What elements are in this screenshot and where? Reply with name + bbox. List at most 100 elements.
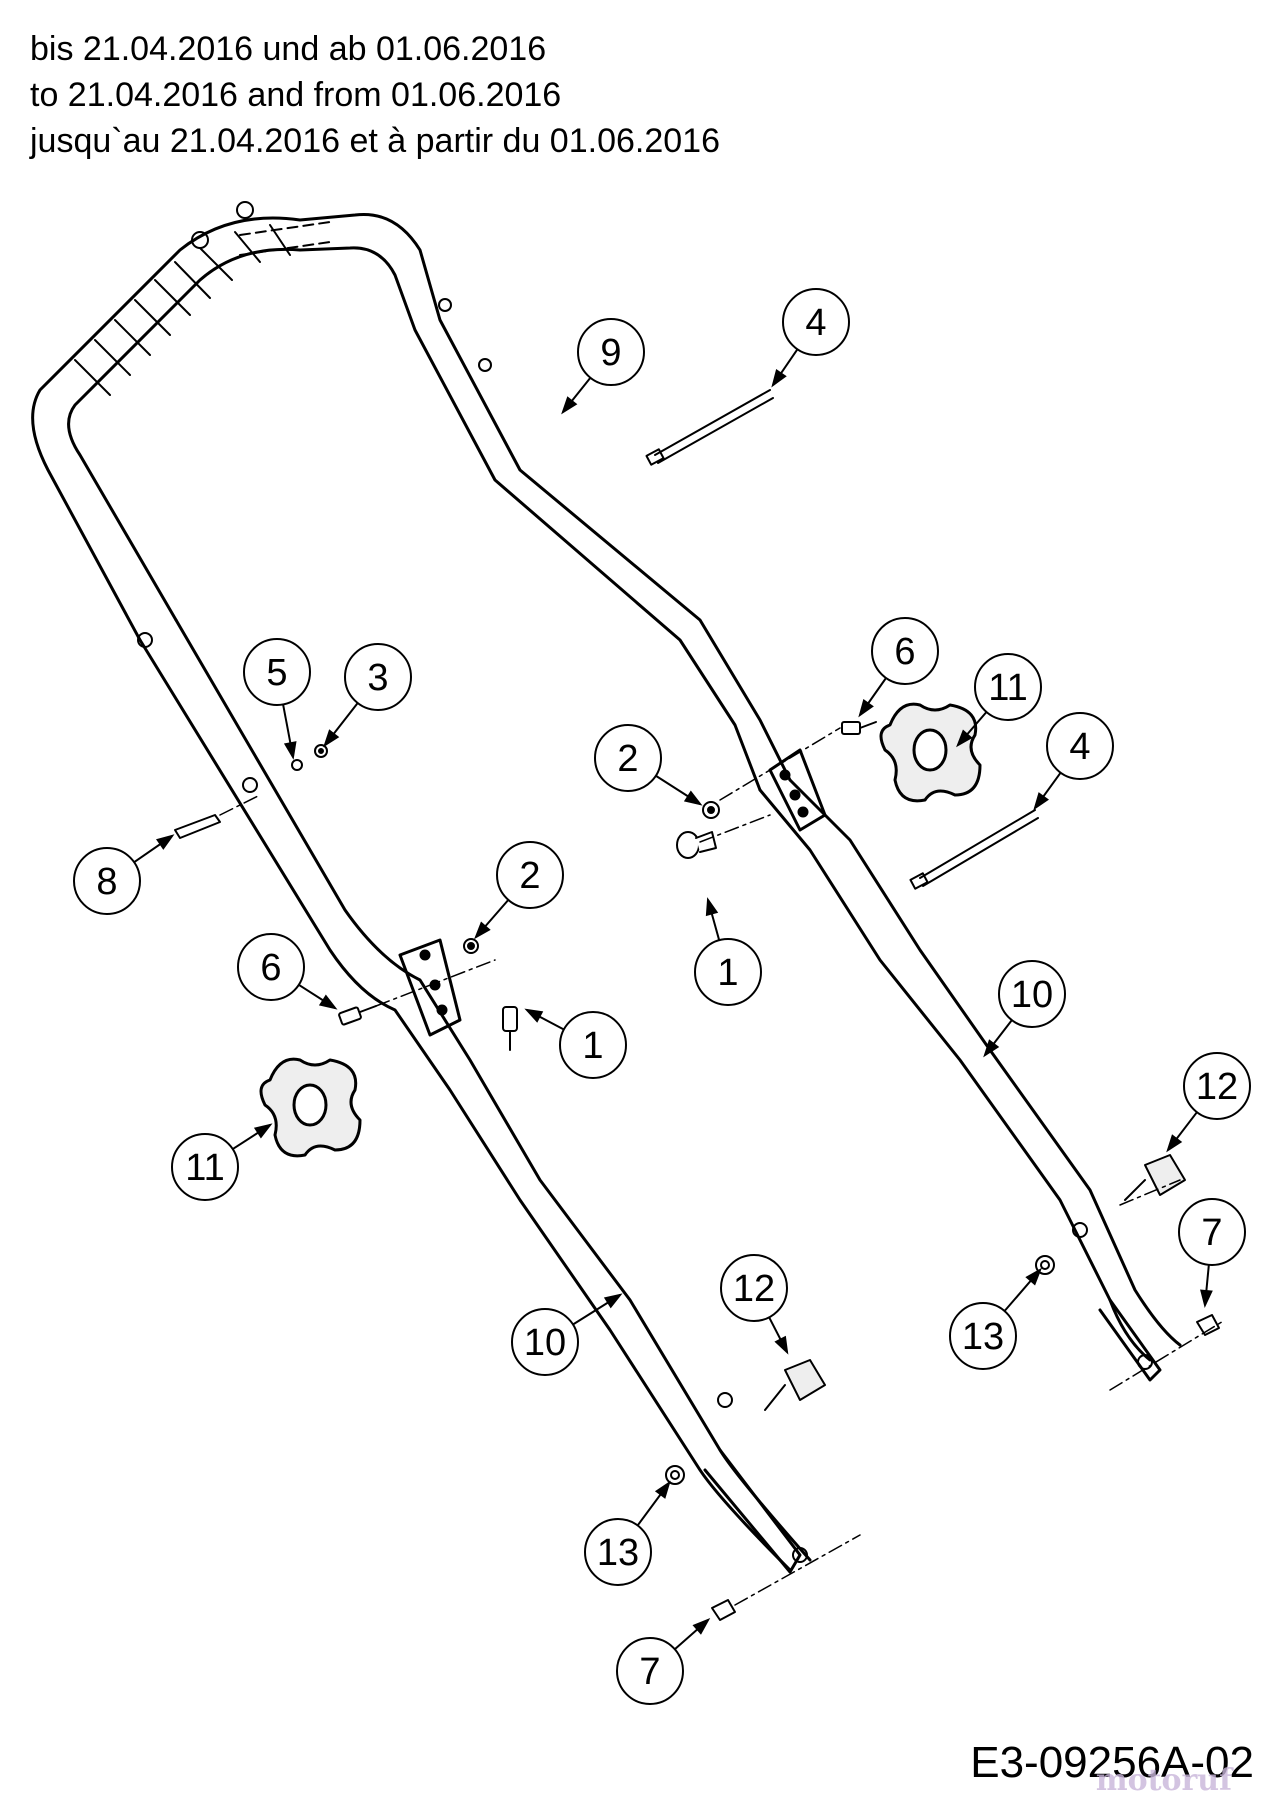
- callout-arrowhead: [283, 741, 297, 760]
- screw-6-left: [338, 1005, 377, 1026]
- callout-circle: [974, 653, 1042, 721]
- callout-label: 7: [1201, 1212, 1222, 1254]
- callout-label: 3: [367, 657, 388, 699]
- callout-label: 11: [988, 667, 1027, 709]
- bolt-1-left: [502, 1006, 518, 1051]
- callout-6: 6: [858, 617, 939, 718]
- callout-10: 10: [983, 960, 1066, 1058]
- callout-circle: [616, 1637, 684, 1705]
- header-line-fr: jusqu`au 21.04.2016 et à partir du 01.06…: [30, 122, 720, 160]
- callout-13: 13: [949, 1267, 1042, 1370]
- callout-circle: [871, 617, 939, 685]
- callout-11: 11: [956, 653, 1042, 748]
- callout-label: 1: [582, 1025, 603, 1067]
- callout-13: 13: [584, 1480, 671, 1586]
- header-line-de: bis 21.04.2016 und ab 01.06.2016: [30, 30, 547, 68]
- callout-5: 5: [243, 638, 311, 760]
- callout-arrowhead: [1166, 1134, 1183, 1153]
- callout-1: 1: [524, 1008, 627, 1079]
- callout-arrowhead: [983, 1039, 1000, 1058]
- callout-arrowhead: [654, 1480, 671, 1499]
- assembly-lines: [219, 727, 1226, 1606]
- callout-7: 7: [616, 1618, 711, 1705]
- upper-handle: [31, 201, 792, 793]
- callout-9: 9: [561, 318, 645, 415]
- knob-bolt-12-left: [764, 1359, 826, 1411]
- callout-label: 10: [1011, 974, 1053, 1016]
- callout-arrowhead: [524, 1008, 544, 1023]
- callout-circle: [584, 1518, 652, 1586]
- callout-circle: [694, 938, 762, 1006]
- bolt-1-right: [676, 831, 717, 859]
- nut-2-left: [463, 938, 479, 954]
- callout-circle: [720, 1254, 788, 1322]
- callout-arrowhead: [156, 834, 175, 850]
- callout-circle: [998, 960, 1066, 1028]
- lower-handle-left: [138, 618, 812, 1574]
- knob-right: [879, 702, 982, 803]
- callout-label: 6: [894, 631, 915, 673]
- reference-code: E3-09256A-02: [970, 1738, 1254, 1787]
- callout-label: 12: [1196, 1066, 1238, 1108]
- callout-label: 1: [717, 952, 738, 994]
- screw-7-left: [711, 1599, 736, 1621]
- callout-2: 2: [474, 841, 564, 940]
- callout-arrowhead: [1200, 1289, 1213, 1308]
- callout-label: 12: [733, 1268, 775, 1310]
- callout-circle: [243, 638, 311, 706]
- callout-label: 13: [962, 1316, 1004, 1358]
- header-line-en: to 21.04.2016 and from 01.06.2016: [30, 76, 562, 114]
- callout-label: 2: [617, 738, 638, 780]
- callout-circle: [496, 841, 564, 909]
- callout-12: 12: [720, 1254, 789, 1355]
- callout-circle: [73, 847, 141, 915]
- cable-tie-lower: [909, 809, 1039, 890]
- lower-handle-right: [758, 748, 1182, 1382]
- callout-1: 1: [694, 897, 762, 1006]
- callout-4: 4: [771, 288, 850, 388]
- callout-circle: [782, 288, 850, 356]
- cable-tie-upper: [645, 389, 774, 466]
- callout-4: 4: [1033, 712, 1114, 811]
- callout-label: 5: [266, 652, 287, 694]
- callout-label: 11: [185, 1147, 224, 1189]
- callout-arrowhead: [683, 790, 703, 806]
- watermark-logo: motoruf: [1095, 1763, 1232, 1798]
- nut-3: [314, 744, 328, 758]
- callout-label: 2: [519, 855, 540, 897]
- callout-arrowhead: [1025, 1267, 1042, 1286]
- callout-arrowhead: [692, 1618, 711, 1635]
- callout-circle: [1178, 1198, 1246, 1266]
- header-text: bis 21.04.2016 und ab 01.06.2016 to 21.0…: [30, 26, 720, 164]
- callout-arrowhead: [603, 1293, 623, 1309]
- callout-11: 11: [171, 1123, 273, 1201]
- callout-circle: [577, 318, 645, 386]
- callout-circle: [1046, 712, 1114, 780]
- callout-arrowhead: [705, 897, 719, 917]
- callout-circle: [949, 1302, 1017, 1370]
- knob-bolt-12-right: [1124, 1154, 1186, 1201]
- screw-7-right: [1196, 1314, 1220, 1336]
- callout-label: 9: [600, 332, 621, 374]
- callout-circle: [237, 933, 305, 1001]
- callout-6: 6: [237, 933, 338, 1010]
- callout-8: 8: [73, 834, 175, 915]
- callout-arrowhead: [323, 729, 340, 748]
- callout-circle: [559, 1011, 627, 1079]
- callout-10: 10: [511, 1293, 623, 1376]
- callout-label: 13: [597, 1532, 639, 1574]
- nut-2-right: [702, 801, 720, 819]
- callout-arrowhead: [1033, 792, 1050, 811]
- callout-2: 2: [594, 724, 703, 806]
- knob-left: [259, 1057, 362, 1158]
- callout-7: 7: [1178, 1198, 1246, 1308]
- callout-arrowhead: [561, 396, 578, 415]
- callout-label: 8: [96, 861, 117, 903]
- washer-13-right: [1035, 1255, 1055, 1275]
- callout-arrowhead: [771, 368, 787, 388]
- callout-circle: [344, 643, 412, 711]
- callout-arrowhead: [956, 729, 973, 748]
- callout-arrowhead: [858, 699, 874, 718]
